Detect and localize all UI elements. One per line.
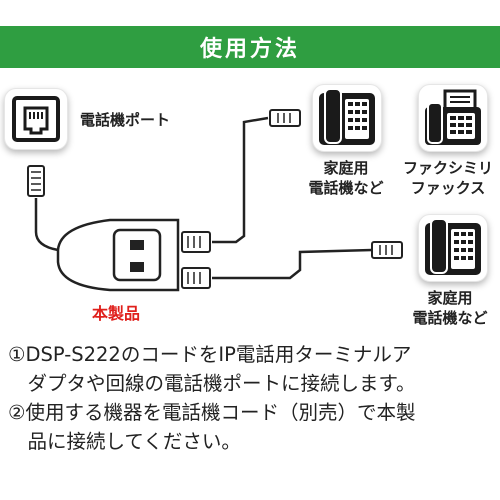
home-phone-label-1: 家庭用 電話機など — [308, 159, 384, 197]
phone-plug-lower — [371, 241, 403, 259]
instruction-step-1-line-1: ①DSP-S222のコードをIP電話用ターミナルア — [8, 343, 412, 366]
header-banner: 使用方法 — [0, 26, 500, 68]
instructions: ①DSP-S222のコードをIP電話用ターミナルア ダプタや回線の電話機ポートに… — [8, 340, 494, 456]
instruction-step-1-line-2: ダプタや回線の電話機ポートに接続します。 — [8, 372, 416, 395]
telephone-icon — [319, 88, 375, 145]
cable-to-phone-2 — [212, 248, 373, 280]
fax-label: ファクシミリ ファックス — [402, 159, 493, 197]
cable-to-phone-1 — [212, 116, 269, 244]
phone-port-icon — [12, 96, 60, 142]
instruction-step-2-line-2: 品に接続してください。 — [8, 430, 241, 453]
home-phone-label-2: 家庭用 電話機など — [412, 289, 488, 327]
cable-from-port — [34, 198, 59, 252]
home-phone-tile-2 — [418, 214, 488, 282]
home-phone-tile-1 — [312, 84, 382, 152]
splitter-device — [56, 218, 180, 292]
product-label: 本製品 — [92, 304, 141, 323]
telephone-icon — [425, 218, 481, 275]
connection-diagram — [27, 109, 403, 292]
splitter-plug-lower — [181, 267, 211, 289]
fax-machine-icon — [425, 89, 481, 145]
header-title: 使用方法 — [199, 37, 300, 62]
fax-tile — [418, 84, 488, 152]
phone-port-label: 電話機ポート — [80, 111, 171, 129]
splitter-plug-upper — [181, 231, 211, 253]
phone-plug-upper — [269, 109, 301, 127]
port-plug — [27, 165, 45, 197]
phone-port-tile — [4, 88, 68, 150]
instruction-step-2-line-1: ②使用する機器を電話機コード（別売）で本製 — [8, 401, 416, 424]
